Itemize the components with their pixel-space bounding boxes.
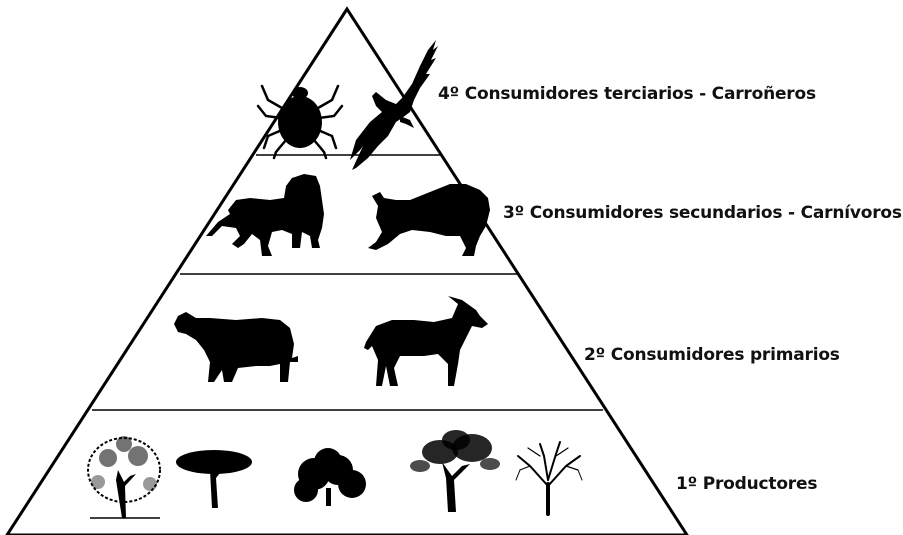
tick-icon (256, 84, 344, 160)
label-level-4: 4º Consumidores terciarios - Carroñeros (438, 84, 816, 104)
bush-tree-icon (294, 448, 366, 506)
label-level-3: 3º Consumidores secundarios - Carnívoros (503, 203, 902, 223)
lion-icon (206, 174, 324, 256)
bare-tree-icon (515, 441, 583, 516)
pyramid-outline (5, 6, 689, 535)
cow-icon (174, 312, 298, 382)
tree-icon (87, 436, 161, 519)
label-level-2: 2º Consumidores primarios (584, 345, 840, 365)
vulture-icon (350, 40, 438, 170)
broad-tree-icon (410, 430, 500, 512)
antelope-icon (364, 296, 488, 386)
acacia-tree-icon (176, 450, 252, 508)
pyramid-triangle (5, 6, 689, 535)
label-level-1: 1º Productores (676, 474, 818, 494)
lynx-icon (368, 184, 490, 256)
